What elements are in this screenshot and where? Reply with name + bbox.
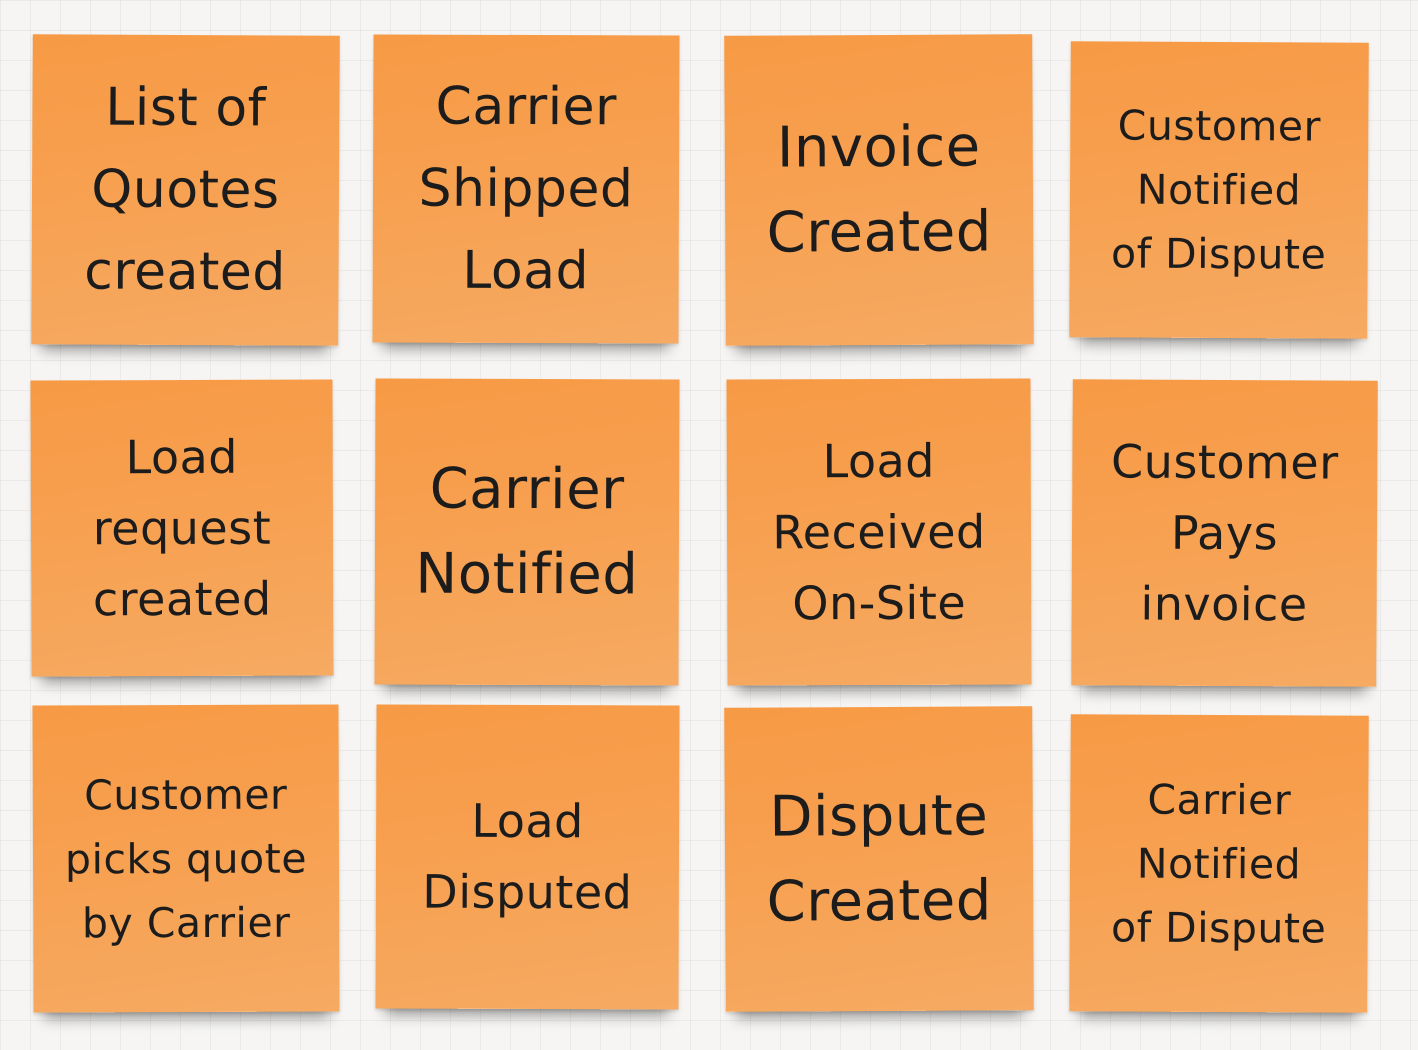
sticky-note-text: Customer Notified of Dispute [1110, 101, 1327, 279]
sticky-note-carrier-shipped-load[interactable]: Carrier Shipped Load [372, 34, 680, 344]
sticky-note-text: Customer Pays invoice [1111, 433, 1339, 631]
sticky-note-text: Customer picks quote by Carrier [64, 770, 308, 947]
sticky-note-load-request-created[interactable]: Load request created [30, 379, 334, 677]
sticky-note-text: Load request created [92, 429, 272, 626]
sticky-note-customer-notified-of-dispute[interactable]: Customer Notified of Dispute [1069, 41, 1369, 339]
sticky-note-dispute-created[interactable]: Dispute Created [724, 706, 1034, 1012]
sticky-note-text: Load Received On-Site [772, 433, 986, 630]
sticky-note-invoice-created[interactable]: Invoice Created [724, 34, 1034, 346]
sticky-note-text: Dispute Created [766, 783, 992, 935]
sticky-note-text: Carrier Shipped Load [418, 76, 634, 302]
sticky-note-load-received-on-site[interactable]: Load Received On-Site [726, 378, 1032, 686]
sticky-note-text: Carrier Notified [415, 456, 639, 608]
sticky-note-carrier-notified[interactable]: Carrier Notified [374, 378, 680, 686]
sticky-note-text: Invoice Created [766, 114, 992, 266]
sticky-note-text: List of Quotes created [84, 77, 287, 303]
sticky-note-list-of-quotes-created[interactable]: List of Quotes created [31, 34, 340, 346]
sticky-note-text: Carrier Notified of Dispute [1110, 775, 1327, 953]
sticky-note-customer-pays-invoice[interactable]: Customer Pays invoice [1071, 379, 1378, 687]
sticky-note-text: Load Disputed [422, 793, 633, 920]
sticky-note-carrier-notified-of-dispute[interactable]: Carrier Notified of Dispute [1069, 714, 1369, 1013]
sticky-note-load-disputed[interactable]: Load Disputed [375, 704, 680, 1010]
sticky-note-customer-picks-quote-by-carrier[interactable]: Customer picks quote by Carrier [32, 704, 340, 1013]
